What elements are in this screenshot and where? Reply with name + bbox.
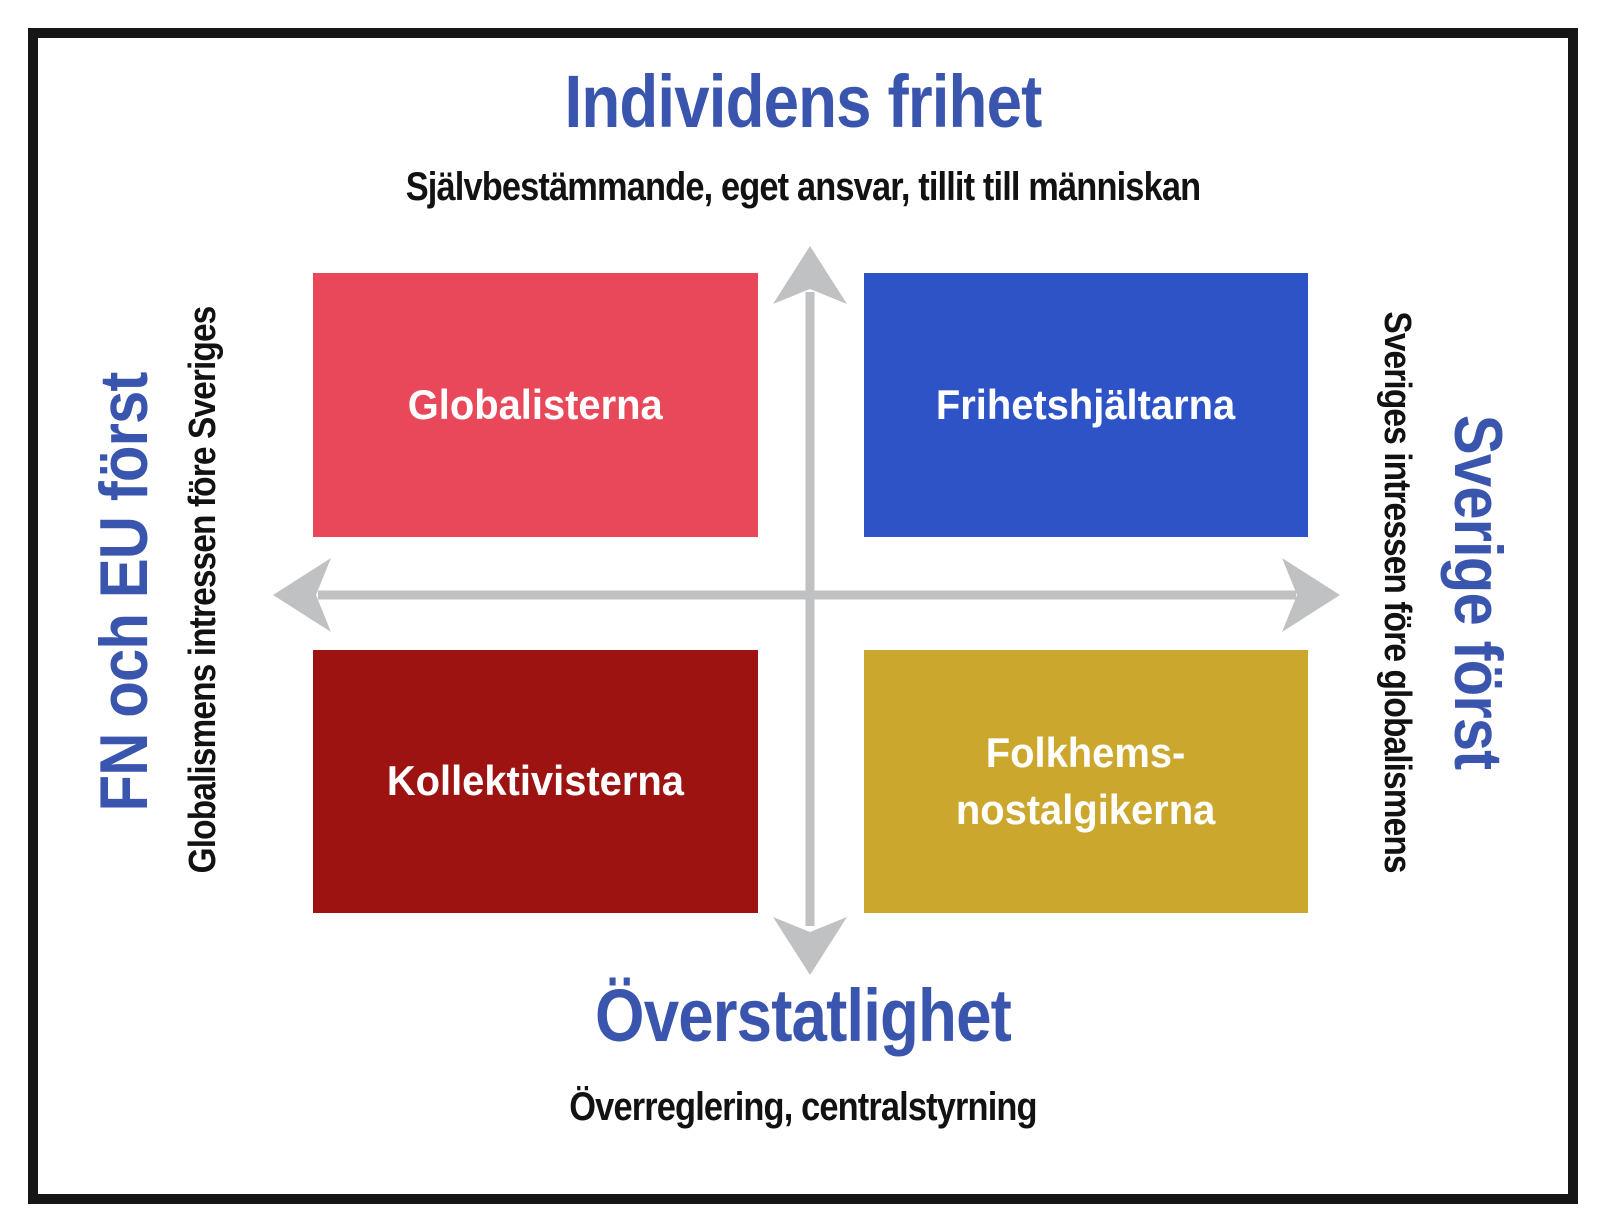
left-arrowhead-icon — [273, 558, 331, 632]
outer-border — [28, 28, 1578, 1204]
quadrant-top-left: Globalisterna — [313, 273, 758, 537]
top-axis-subtitle: Självbestämmande, eget ansvar, tillit ti… — [405, 165, 1201, 209]
quadrant-bottom-right: Folkhems- nostalgikerna — [864, 650, 1308, 913]
quadrant-label: Kollektivisterna — [386, 757, 685, 805]
quadrant-bottom-left: Kollektivisterna — [313, 650, 758, 913]
down-arrowhead-icon — [773, 917, 847, 975]
vertical-axis-line — [805, 292, 815, 926]
right-arrowhead-icon — [1282, 558, 1340, 632]
quadrant-top-right: Frihetshjältarna — [864, 273, 1308, 537]
up-arrowhead-icon — [773, 246, 847, 304]
quadrant-label: Folkhems- nostalgikerna — [956, 728, 1216, 833]
quadrant-label: Globalisterna — [408, 380, 663, 428]
bottom-axis-title: Överstatlighet — [595, 974, 1012, 1057]
top-axis-title: Individens frihet — [564, 60, 1043, 143]
bottom-axis-subtitle: Överreglering, centralstyrning — [569, 1085, 1037, 1129]
quadrant-label: Frihetshjältarna — [936, 380, 1236, 428]
